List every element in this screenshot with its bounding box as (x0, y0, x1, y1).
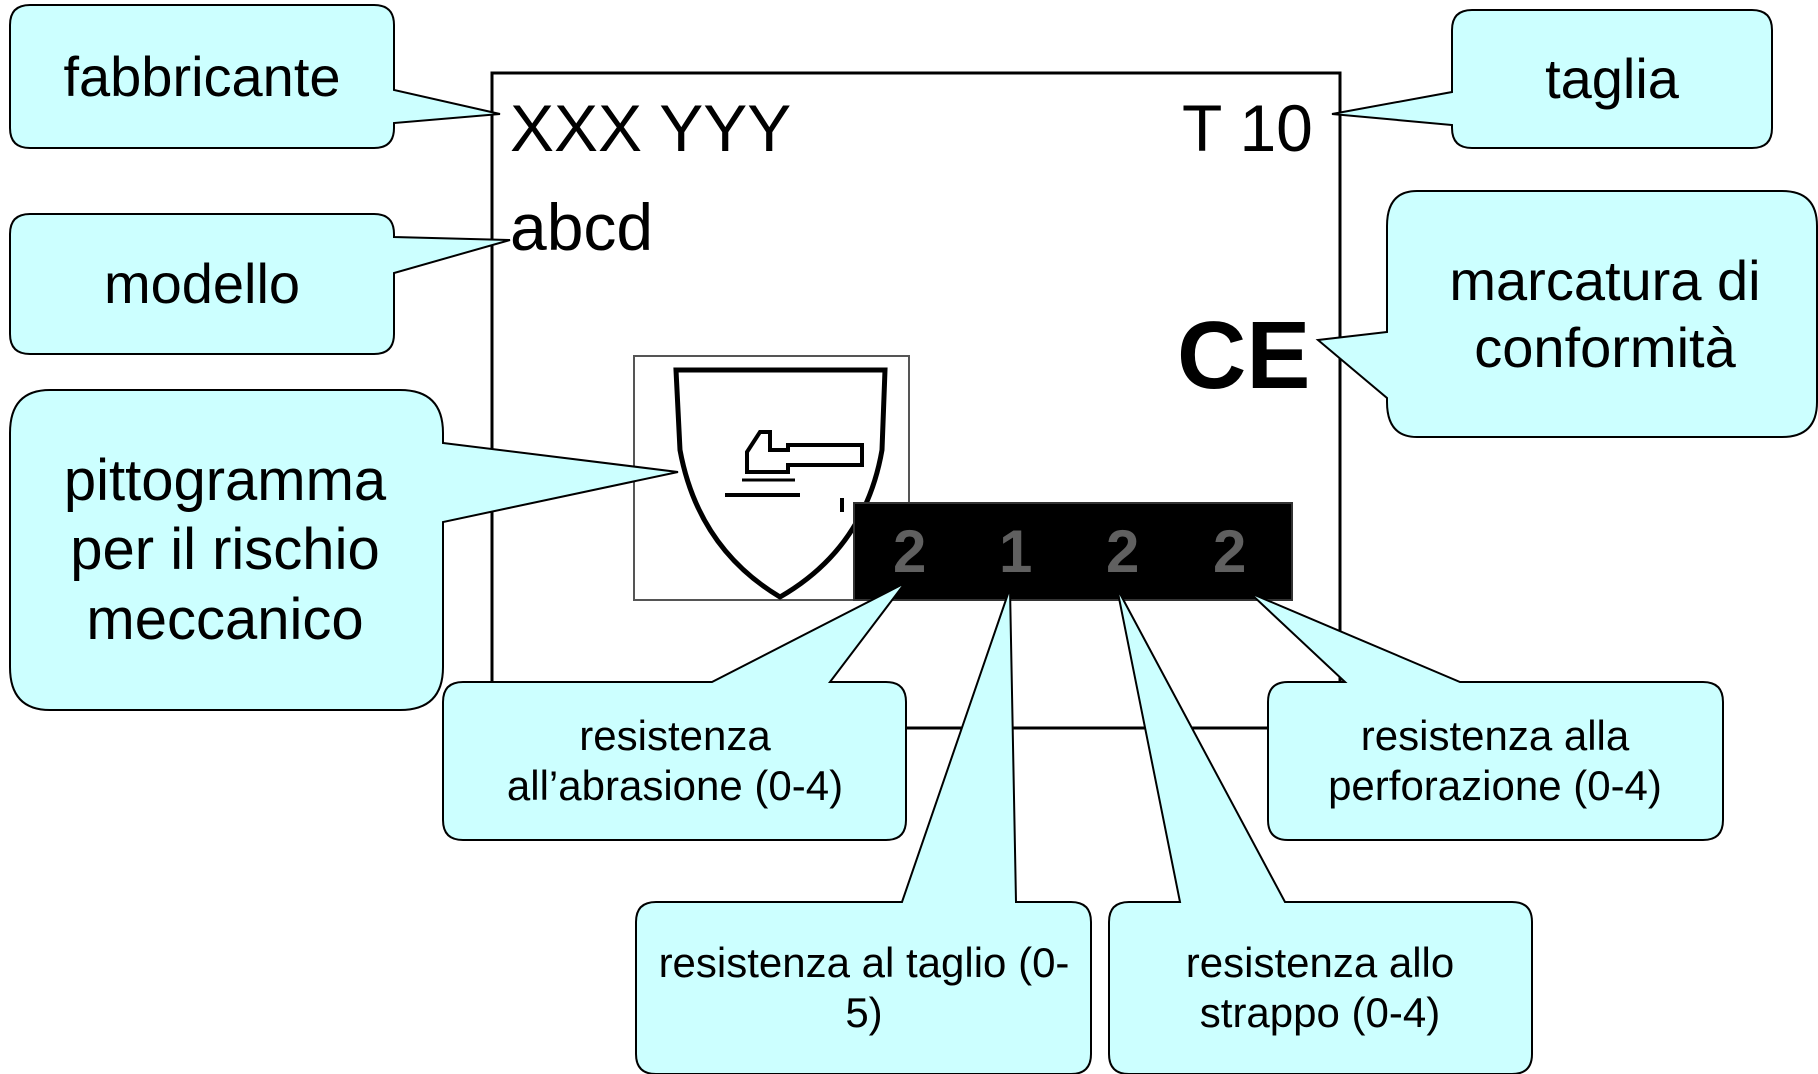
callout-modello: modello (103, 252, 301, 316)
tear-level-digit: 2 (1106, 518, 1140, 585)
abrasion-level-digit: 2 (893, 518, 927, 585)
callout-abrasione: resistenza all’abrasione (0-4) (506, 711, 844, 809)
callout-strappo: resistenza allo strappo (0-4) (1185, 938, 1455, 1036)
callout-taglio: resistenza al taglio (0-5) (658, 938, 1070, 1036)
callout-taglia-shape (1331, 9, 1773, 149)
size-text: T 10 (1182, 91, 1313, 165)
ce-mark: CE (1177, 302, 1311, 409)
model-text: abcd (510, 190, 654, 264)
callout-pittogramma-shape (9, 389, 679, 711)
callout-fabbricante-shape (9, 4, 501, 149)
mechanical-risk-pictogram (633, 355, 910, 601)
callout-fabbricante: fabbricante (63, 44, 341, 108)
callout-taglia: taglia (1545, 47, 1679, 111)
cut-level-digit: 1 (999, 518, 1033, 585)
callout-perforazione-shape (1249, 592, 1724, 841)
callout-modello-shape (9, 213, 511, 355)
callout-pittogramma: pittogramma per il rischio meccanico (63, 447, 387, 652)
shield-hammer-icon (673, 367, 888, 600)
callout-perforazione: resistenza alla perforazione (0-4) (1328, 711, 1662, 809)
callout-marcatura-shape (1315, 190, 1818, 438)
performance-digits-bar (853, 502, 1293, 601)
callout-marcatura: marcatura di conformità (1449, 248, 1761, 379)
puncture-level-digit: 2 (1213, 518, 1247, 585)
callout-abrasione-shape (442, 582, 907, 841)
manufacturer-text: XXX YYY (510, 91, 792, 165)
